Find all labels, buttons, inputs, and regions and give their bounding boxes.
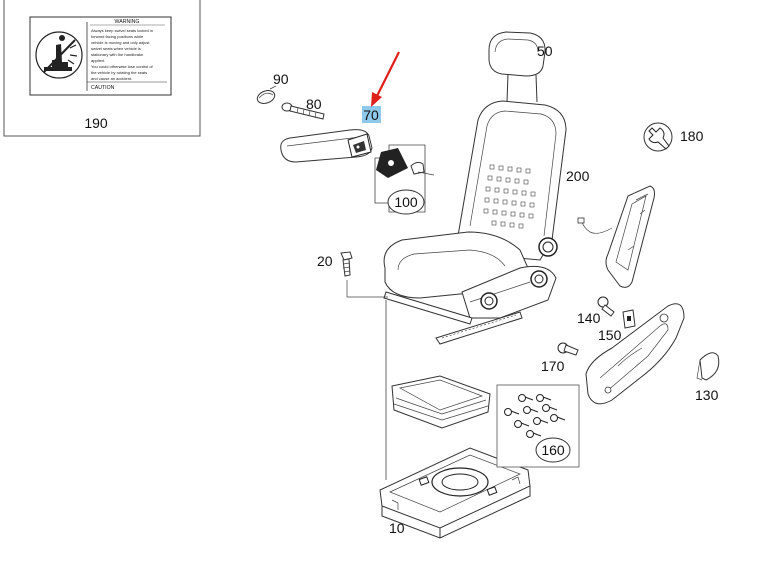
warning-line: You could otherwise lose control of (91, 64, 154, 69)
warning-line: and cause an accident. (91, 76, 132, 81)
warning-line: swivel seats when vehicle is (91, 46, 141, 51)
callout-10[interactable]: 10 (389, 520, 405, 536)
callout-150[interactable]: 150 (598, 327, 622, 343)
callout-80[interactable]: 80 (306, 96, 322, 112)
warning-footer: CAUTION (91, 85, 115, 91)
part-10-base-frame[interactable]: 10 (379, 447, 531, 539)
warning-line: Always keep swivel seats locked in (91, 28, 153, 33)
callout-100[interactable]: 100 (394, 194, 418, 210)
warning-line: the vehicle by rotating the seats (91, 70, 147, 75)
part-100-bracket[interactable]: 100 (374, 144, 435, 215)
callout-70[interactable]: 70 (363, 107, 379, 123)
part-70-armrest[interactable]: 70 (280, 106, 381, 163)
part-20-bolt[interactable]: 20 (317, 251, 388, 298)
callout-130[interactable]: 130 (695, 387, 719, 403)
part-170-screw[interactable]: 170 (541, 342, 579, 374)
part-side-cover[interactable] (585, 303, 685, 405)
warning-line: vehicle is moving and only adjust (91, 40, 150, 45)
part-180-side-panel[interactable]: 180 (577, 122, 704, 288)
part-140-screw[interactable]: 140 (577, 296, 615, 326)
part-80-bolt[interactable]: 80 (281, 96, 325, 120)
callout-90[interactable]: 90 (273, 71, 289, 87)
part-cushion-pan[interactable] (391, 375, 491, 429)
warning-line: stationary with the handbrake (91, 52, 144, 57)
callout-170[interactable]: 170 (541, 358, 565, 374)
part-90-cap[interactable]: 90 (255, 71, 289, 106)
part-160-screw-set[interactable]: 160 (496, 384, 580, 468)
callout-200[interactable]: 200 (566, 168, 590, 184)
callout-20[interactable]: 20 (317, 253, 333, 269)
callout-180[interactable]: 180 (680, 128, 704, 144)
highlight-box (362, 106, 381, 123)
part-50-headrest[interactable]: 50 (488, 31, 553, 103)
callout-50[interactable]: 50 (537, 43, 553, 59)
warning-line: forward facing positions while (91, 34, 144, 39)
red-pointer-arrow-icon (371, 51, 400, 107)
wrench-icon (643, 122, 673, 152)
warning-line: applied. (91, 58, 105, 63)
warning-label-panel: WARNING Always keep swivel seats locked … (3, 0, 201, 137)
callout-140[interactable]: 140 (577, 310, 601, 326)
callout-160[interactable]: 160 (541, 442, 565, 458)
part-130-cover[interactable]: 130 (695, 352, 720, 403)
callout-190[interactable]: 190 (84, 115, 108, 131)
warning-heading: WARNING (115, 19, 140, 25)
part-200-seat[interactable]: 200 (383, 100, 590, 345)
part-150-clip[interactable]: 150 (598, 309, 636, 343)
seat-warning-pictogram-icon (35, 31, 83, 79)
